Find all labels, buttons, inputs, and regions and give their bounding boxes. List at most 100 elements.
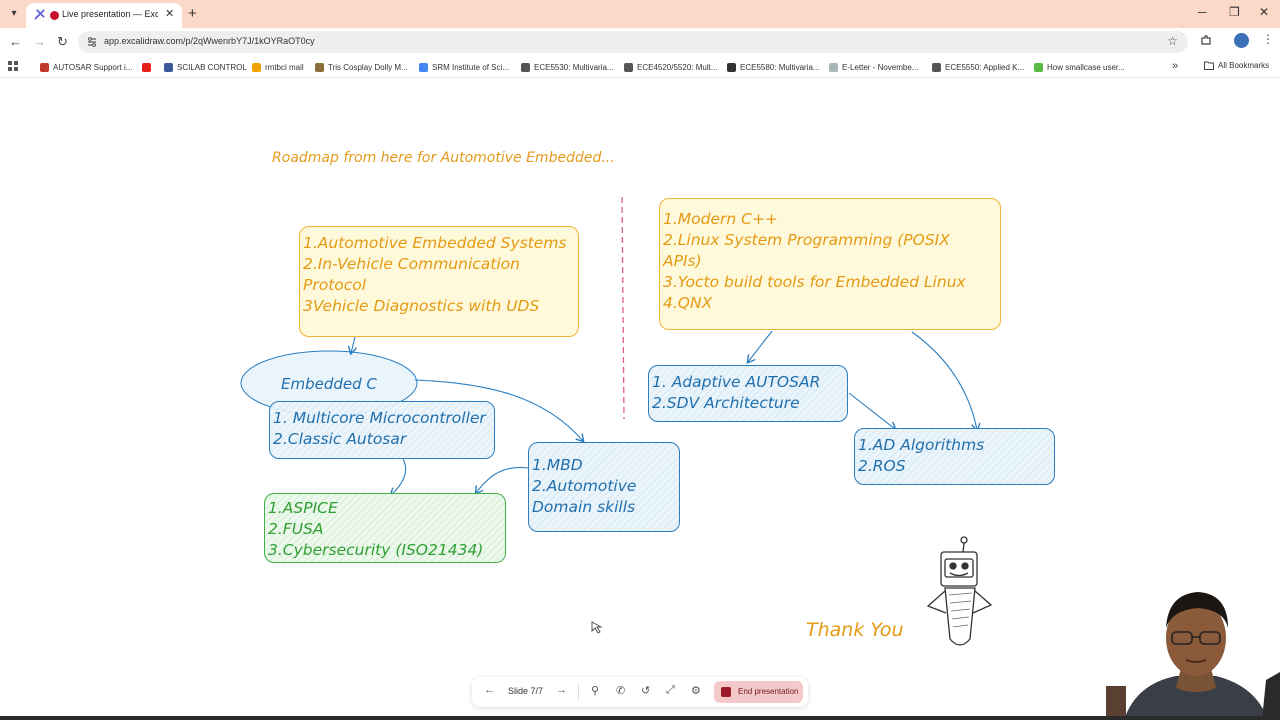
bookmark-favicon-icon <box>1034 62 1043 72</box>
address-bar[interactable]: app.excalidraw.com/p/2qWwenrbY7J/1kOYRaO… <box>78 31 1188 53</box>
browser-tab[interactable]: Live presentation — Excalid ✕ <box>26 3 182 28</box>
bookmark-label: ECE5550: Applied K... <box>945 62 1025 72</box>
ad-topic-2: 2.ROS <box>858 457 906 475</box>
bookmark-item[interactable] <box>142 61 151 73</box>
tab-search-icon[interactable]: ▾ <box>11 8 17 19</box>
end-presentation-label: End presentation <box>738 687 799 696</box>
new-tab-button[interactable]: + <box>188 5 197 22</box>
robot-illustration <box>926 536 993 646</box>
previous-slide-icon[interactable]: ← <box>484 684 495 696</box>
extensions-icon[interactable] <box>1200 34 1212 46</box>
microcontroller-box[interactable]: 1. Multicore Microcontroller 2.Classic A… <box>269 401 495 459</box>
bookmark-label: ECE5530: Multivaria... <box>534 62 614 72</box>
bookmark-item[interactable]: ECE5580: Multivaria... <box>727 61 820 73</box>
bookmark-label: rmtbci mail <box>265 62 304 72</box>
bookmark-label: How smallcase user... <box>1047 62 1125 72</box>
bookmark-favicon-icon <box>829 62 838 72</box>
minimize-icon[interactable]: ─ <box>1198 5 1207 19</box>
stop-icon <box>721 687 731 697</box>
end-presentation-button[interactable]: End presentation <box>714 681 803 703</box>
bookmark-item[interactable]: ECE4520/5520: Mult... <box>624 61 718 73</box>
bookmark-label: Tris Cosplay Dolly M... <box>328 62 408 72</box>
core-topic-2b: Protocol <box>303 276 367 294</box>
bookmark-item[interactable]: ECE5550: Applied K... <box>932 61 1024 73</box>
arrow-core-to-embedded-c <box>351 336 355 353</box>
fullscreen-icon[interactable]: ⤢ <box>666 684 675 696</box>
presenter-webcam <box>1106 592 1280 720</box>
settings-gear-icon[interactable]: ⚙ <box>691 685 701 697</box>
bookmark-item[interactable]: SCILAB CONTROL <box>164 61 247 73</box>
ad-topic-1: 1.AD Algorithms <box>858 436 985 454</box>
taskbar-edge <box>0 716 1280 720</box>
url-text: app.excalidraw.com/p/2qWwenrbY7J/1kOYRaO… <box>104 36 315 46</box>
linux-topic-4: 4.QNX <box>663 294 713 312</box>
menu-kebab-icon[interactable]: ⋮ <box>1262 32 1274 46</box>
back-icon[interactable]: ← <box>9 34 22 49</box>
safety-topic-2: 2.FUSA <box>268 520 324 538</box>
linux-topic-2b: APIs) <box>663 252 702 270</box>
thank-you-text[interactable]: Thank You <box>806 619 904 641</box>
arrow-linux-to-ad <box>911 331 977 430</box>
bookmark-favicon-icon <box>932 62 941 72</box>
profile-avatar[interactable] <box>1234 33 1249 48</box>
mouse-cursor-icon <box>591 621 603 634</box>
core-topic-1: 1.Automotive Embedded Systems <box>303 234 567 252</box>
linux-topic-1: 1.Modern C++ <box>663 210 778 228</box>
ad-algorithms-box[interactable]: 1.AD Algorithms 2.ROS <box>854 428 1055 485</box>
all-bookmarks-button[interactable]: All Bookmarks <box>1204 61 1269 70</box>
all-bookmarks-label: All Bookmarks <box>1218 61 1270 70</box>
bookmark-label: E-Letter - Novembe... <box>842 62 919 72</box>
bookmark-star-icon[interactable]: ☆ <box>1167 34 1178 48</box>
bookmark-item[interactable]: E-Letter - Novembe... <box>829 61 918 73</box>
arrow-mcu-to-safety <box>391 458 407 495</box>
safety-standards-box[interactable]: 1.ASPICE 2.FUSA 3.Cybersecurity (ISO2143… <box>264 493 506 563</box>
next-slide-icon[interactable]: → <box>556 684 567 696</box>
presentation-canvas[interactable]: Roadmap from here for Automotive Embedde… <box>0 79 1280 720</box>
mbd-box[interactable]: 1.MBD 2.Automotive Domain skills <box>528 442 680 532</box>
draw-icon[interactable]: ↺ <box>641 685 651 697</box>
forward-icon[interactable]: → <box>33 34 46 49</box>
bookmark-label: ECE4520/5520: Mult... <box>637 62 718 72</box>
bookmarks-overflow-icon[interactable]: » <box>1172 60 1179 72</box>
mbd-topic-2b: Domain skills <box>532 498 636 516</box>
tab-title: Live presentation — Excalid <box>62 9 158 19</box>
site-settings-icon[interactable] <box>86 36 98 48</box>
restore-icon[interactable]: ❐ <box>1229 5 1240 19</box>
bookmark-item[interactable]: Tris Cosplay Dolly M... <box>315 61 408 73</box>
arrow-adaptive-to-ad <box>848 392 895 429</box>
browser-toolbar: ← → ↻ app.excalidraw.com/p/2qWwenrbY7J/1… <box>0 28 1280 56</box>
safety-topic-1: 1.ASPICE <box>268 499 338 517</box>
linux-topic-3: 3.Yocto build tools for Embedded Linux <box>663 273 966 291</box>
bookmark-favicon-icon <box>252 62 261 72</box>
core-topics-box[interactable]: 1.Automotive Embedded Systems 2.In-Vehic… <box>299 226 579 337</box>
apps-grid-icon[interactable] <box>8 61 19 72</box>
embedded-c-label[interactable]: Embedded C <box>281 375 377 393</box>
arrow-embedded-c-to-mbd <box>414 379 583 441</box>
bookmark-item[interactable]: rmtbci mail <box>252 61 304 73</box>
arrow-mbd-to-safety <box>476 466 529 493</box>
adaptive-topic-1: 1. Adaptive AUTOSAR <box>652 373 821 391</box>
bookmark-item[interactable]: AUTOSAR Support i... <box>40 61 132 73</box>
bookmark-favicon-icon <box>164 62 173 72</box>
folder-icon <box>1204 61 1214 70</box>
call-icon[interactable]: ✆ <box>616 685 626 697</box>
linux-topics-box[interactable]: 1.Modern C++ 2.Linux System Programming … <box>659 198 1001 330</box>
bookmark-favicon-icon <box>624 62 633 72</box>
adaptive-autosar-box[interactable]: 1. Adaptive AUTOSAR 2.SDV Architecture <box>648 365 848 422</box>
window-close-icon[interactable]: ✕ <box>1259 5 1270 19</box>
mcu-topic-2: 2.Classic Autosar <box>273 430 407 448</box>
slide-title[interactable]: Roadmap from here for Automotive Embedde… <box>272 150 615 166</box>
bookmarks-bar: AUTOSAR Support i... SCILAB CONTROL rmtbci… <box>0 56 1280 78</box>
divider-line <box>621 196 625 420</box>
bookmark-item[interactable]: SRM Institute of Sci... <box>419 61 509 73</box>
bookmark-item[interactable]: ECE5530: Multivaria... <box>521 61 614 73</box>
reload-icon[interactable]: ↻ <box>57 34 68 49</box>
laser-pointer-icon[interactable]: ⚲ <box>591 685 600 697</box>
bookmark-favicon-icon <box>419 62 428 72</box>
bookmark-item[interactable]: How smallcase user... <box>1034 61 1125 73</box>
tab-close-icon[interactable]: ✕ <box>165 8 175 20</box>
mbd-topic-2: 2.Automotive <box>532 477 637 495</box>
bookmark-label: AUTOSAR Support i... <box>53 62 133 72</box>
bookmark-favicon-icon <box>142 62 151 72</box>
mbd-topic-1: 1.MBD <box>532 456 583 474</box>
